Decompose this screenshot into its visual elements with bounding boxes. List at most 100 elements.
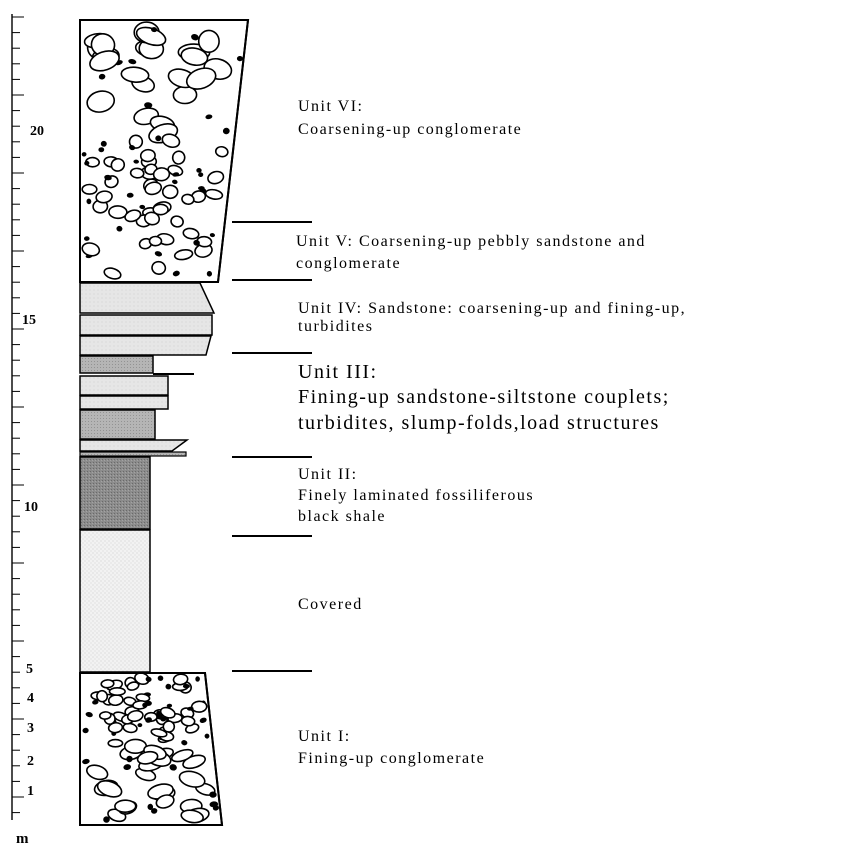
conglomerate-clast [154,251,163,257]
conglomerate-clast [81,242,101,257]
unit-iii-title: Unit III: [298,361,378,383]
conglomerate-clast [133,159,139,164]
unit-i-label: Unit I: Fining-up conglomerate [298,728,485,767]
conglomerate-clast [84,236,90,241]
conglomerate-clast [107,721,124,734]
conglomerate-clast [197,29,220,53]
conglomerate-clast [160,716,167,722]
conglomerate-clast [95,190,113,204]
conglomerate-clast [151,27,158,33]
unit-iii-silt-bed [79,409,156,440]
unit-ii-black-shale [79,456,151,530]
conglomerate-clast [159,706,176,719]
scale-unit-label: m [16,831,29,847]
conglomerate-clast [144,102,153,109]
covered-interval [79,529,151,673]
conglomerate-clast [144,181,163,196]
unit-ii-label: Unit II: Finely laminated fossiliferous … [298,466,533,525]
conglomerate-clast [103,267,122,280]
unit-iii-siltstone-bed [79,355,154,374]
conglomerate-clast [129,145,136,151]
conglomerate-clast [85,711,93,718]
conglomerate-clast [181,740,188,746]
conglomerate-clast [98,147,105,153]
unit-i-conglomerate-block [79,672,224,826]
conglomerate-clast [126,192,134,198]
covered-label: Covered [298,596,361,613]
unit-iv-bed-middle [79,314,213,336]
conglomerate-clast [100,140,107,147]
unit-iv-description: turbidites [298,318,373,335]
conglomerate-clast [145,717,152,723]
conglomerate-clast [151,260,167,275]
conglomerate-clast [86,198,92,205]
conglomerate-clasts-upper [81,21,243,280]
conglomerate-clast [110,157,126,172]
unit-ii-description-line-2: black shale [298,508,386,525]
conglomerate-clast [157,675,164,681]
unit-iv-bed-upper [79,282,216,314]
conglomerate-clast [145,676,152,682]
conglomerate-clast [89,50,120,72]
conglomerate-clast [92,699,99,705]
unit-iii-label: Unit III: Fining-up sandstone-siltstone … [298,361,670,434]
conglomerate-clast [82,727,89,734]
conglomerate-clast [170,748,194,763]
conglomerate-clast [81,183,98,195]
conglomerate-clast [161,184,179,200]
conglomerate-clast [180,715,196,727]
unit-vi-v-conglomerate-block [79,19,250,283]
conglomerate-clast [196,167,202,173]
conglomerate-clast [207,170,225,185]
scale-label-5: 5 [26,662,33,677]
unit-iii-description-line-1: Fining-up sandstone-siltstone couplets; [298,386,670,408]
conglomerate-clast [81,152,87,157]
conglomerate-clast [178,770,206,788]
scale-tick-labels: 20 15 10 5 4 3 2 1 [22,124,44,799]
conglomerate-clast [187,706,194,711]
unit-i-description: Fining-up conglomerate [298,750,485,767]
conglomerate-clast [185,67,217,90]
conglomerate-clast [155,135,162,142]
conglomerate-clast [206,271,213,277]
unit-iv-sandstone-beds [79,282,216,356]
conglomerate-clast [139,204,146,210]
conglomerate-clast [148,235,163,247]
conglomerate-clast [150,728,168,738]
scale-label-20: 20 [30,124,44,139]
conglomerate-clast [209,791,217,798]
conglomerate-clast [190,700,208,713]
unit-iii-sandstone-bed-1 [79,375,169,396]
conglomerate-clast [139,148,156,163]
scale-label-15: 15 [22,313,36,328]
unit-descriptions: Unit VI: Coarsening-up conglomerate Unit… [296,98,685,767]
scale-label-1: 1 [27,784,34,799]
scale-ticks [12,16,24,814]
conglomerate-clast [104,174,112,181]
conglomerate-clast [173,249,194,261]
conglomerate-clast [152,167,171,182]
conglomerate-clast [182,684,190,689]
conglomerate-clast [172,270,180,277]
depth-scale-bar: 20 15 10 5 4 3 2 1 m [11,14,44,847]
conglomerate-clast [128,134,144,149]
scale-label-3: 3 [27,721,34,736]
conglomerate-clast [222,127,230,135]
scale-label-4: 4 [27,691,34,706]
conglomerate-clast [136,750,159,765]
unit-iii-description-line-2: turbidites, slump-folds,load structures [298,412,660,434]
conglomerate-clast [152,203,169,216]
conglomerate-clast [170,215,184,228]
conglomerate-clast [128,58,137,65]
conglomerate-clast [123,764,131,771]
unit-boundaries [232,221,312,672]
conglomerate-clast [123,738,148,755]
conglomerate-clast [86,90,116,113]
conglomerate-clast [155,794,175,809]
scale-label-10: 10 [24,500,38,515]
conglomerate-clast [96,689,109,703]
unit-iv-bed-lower [79,335,212,356]
conglomerate-clast [161,133,181,149]
conglomerate-clast [98,711,112,720]
